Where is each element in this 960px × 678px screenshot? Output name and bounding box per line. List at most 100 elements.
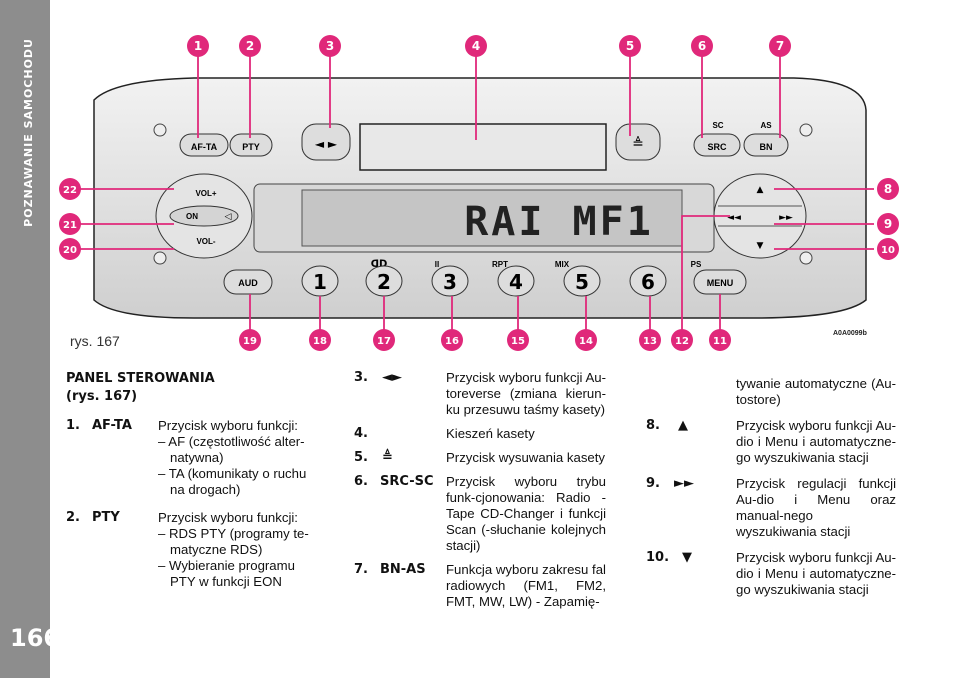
item-text: Przycisk wysuwania kasety [446, 450, 606, 465]
bn-button-label: BN [760, 142, 773, 152]
item-text: Przycisk wyboru funkcji: [158, 510, 298, 525]
item-text: Przycisk wyboru trybu funk-cjonowania: R… [446, 474, 606, 553]
sidebar-strip: POZNAWANIE SAMOCHODU 166 [0, 0, 60, 678]
item-key: ▼ [682, 550, 692, 565]
callout-7: 7 [776, 39, 784, 53]
item-key: PTY [92, 510, 120, 525]
callout-6: 6 [698, 39, 706, 53]
callout-19: 19 [243, 336, 257, 347]
list-item: 2. PTY Przycisk wyboru funkcji: – RDS PT… [66, 510, 318, 590]
preset-buttons [301, 265, 667, 297]
display-text: RAI MF1 [464, 199, 654, 245]
item-number: 1. [66, 418, 80, 433]
item-number: 9. [646, 476, 660, 491]
section-subheading: (rys. 167) [66, 389, 138, 404]
list-item: 3. ◄► Przycisk wyboru funkcji Au-torever… [354, 370, 606, 418]
callout-14: 14 [579, 336, 593, 347]
item-key: ▲ [678, 418, 688, 433]
item-text: Przycisk wyboru funkcji Au-dio i Menu i … [736, 550, 896, 597]
callout-4: 4 [472, 39, 480, 53]
label-ii: II [435, 260, 439, 269]
list-item: 7. BN-AS Funkcja wyboru zakresu fal radi… [354, 562, 606, 610]
text-column-2: 3. ◄► Przycisk wyboru funkcji Au-torever… [354, 370, 606, 610]
preset-4: 4 [509, 270, 523, 294]
section-title-vertical: POZNAWANIE SAMOCHODU [22, 38, 35, 227]
dolby-icon: ᗡᗞ [371, 259, 388, 270]
figure-code: A0A0099b [833, 330, 867, 337]
callout-21: 21 [63, 220, 77, 231]
preset-2: 2 [377, 270, 391, 294]
callout-16: 16 [445, 336, 459, 347]
item-text: Przycisk wyboru funkcji Au-toreverse (zm… [446, 370, 606, 417]
callout-markers [59, 35, 899, 351]
autoreverse-icon: ◄ ► [315, 137, 338, 151]
list-item: 1. AF-TA Przycisk wyboru funkcji: – AF (… [66, 418, 318, 498]
item-text: tywanie automatyczne (Au-tostore) [736, 376, 896, 407]
sc-label: SC [712, 121, 723, 130]
item-number: 8. [646, 418, 660, 433]
list-item: 9. ►► Przycisk regulacji funkcji Au-dio … [646, 476, 896, 540]
callout-5: 5 [626, 39, 634, 53]
page-number: 166 [10, 624, 61, 652]
item-number: 4. [354, 426, 368, 441]
list-item: tywanie automatyczne (Au-tostore) [646, 376, 896, 408]
up-arrow-icon: ▲ [757, 185, 764, 195]
callout-1: 1 [194, 39, 202, 53]
figure-caption: rys. 167 [70, 333, 120, 349]
as-label: AS [760, 121, 772, 130]
item-number: 2. [66, 510, 80, 525]
item-text: Przycisk wyboru funkcji: [158, 418, 298, 433]
item-text: Kieszeń kasety [446, 426, 535, 441]
label-mix: MIX [555, 260, 570, 269]
item-subline: – AF (częstotliwość alter-natywna) [158, 434, 305, 465]
item-text: Funkcja wyboru zakresu fal radiowych (FM… [446, 562, 606, 609]
preset-5: 5 [575, 270, 589, 294]
callout-22: 22 [63, 185, 77, 196]
list-item: 8. ▲ Przycisk wyboru funkcji Au-dio i Me… [646, 418, 896, 466]
callout-3: 3 [326, 39, 334, 53]
item-key: SRC-SC [380, 474, 434, 489]
eject-icon: ≜ [632, 136, 644, 152]
radio-panel-figure: RAI MF1 AF-TA PTY ◄ ► ≜ SC AS SRC BN VOL… [59, 35, 899, 351]
rewind-icon: ◄◄ [727, 213, 741, 223]
callout-11: 11 [713, 336, 727, 347]
callout-18: 18 [313, 336, 327, 347]
on-label: ON [186, 212, 198, 221]
callout-13: 13 [643, 336, 657, 347]
callout-2: 2 [246, 39, 254, 53]
item-key: BN-AS [380, 562, 426, 577]
callout-8: 8 [884, 182, 892, 196]
item-key: ►► [674, 476, 694, 491]
fast-forward-icon: ►► [779, 213, 793, 223]
pty-button-label: PTY [242, 142, 260, 152]
item-number: 7. [354, 562, 368, 577]
preset-6: 6 [641, 270, 655, 294]
item-subline: – Wybieranie programu PTY w funkcji EON [158, 558, 295, 589]
section-heading: PANEL STEROWANIA [66, 371, 215, 386]
callout-15: 15 [511, 336, 525, 347]
list-item: 5. ≜ Przycisk wysuwania kasety [354, 450, 606, 466]
callout-12: 12 [675, 336, 689, 347]
af-ta-button-label: AF-TA [191, 142, 218, 152]
callout-20: 20 [63, 245, 77, 256]
vol-minus-label: VOL- [196, 237, 215, 246]
label-rpt: RPT [492, 260, 508, 269]
item-text: Przycisk wyboru funkcji Au-dio i Menu i … [736, 418, 896, 465]
item-number: 3. [354, 370, 368, 385]
down-arrow-icon: ▼ [757, 241, 764, 251]
callout-9: 9 [884, 217, 892, 231]
label-ps: PS [691, 260, 702, 269]
item-number: 6. [354, 474, 368, 489]
item-key: ◄► [382, 370, 402, 385]
list-item: 4. Kieszeń kasety [354, 426, 606, 442]
item-text: Przycisk regulacji funkcji Au-dio i Menu… [736, 476, 896, 539]
text-column-3: tywanie automatyczne (Au-tostore) 8. ▲ P… [646, 370, 896, 598]
text-column-1: PANEL STEROWANIA (rys. 167) 1. AF-TA Prz… [66, 370, 318, 590]
preset-3: 3 [443, 270, 457, 294]
vol-plus-label: VOL+ [195, 189, 216, 198]
item-subline: – TA (komunikaty o ruchu na drogach) [158, 466, 307, 497]
list-item: 10. ▼ Przycisk wyboru funkcji Au-dio i M… [646, 550, 896, 598]
callout-17: 17 [377, 336, 391, 347]
item-key: ≜ [382, 450, 393, 465]
aud-button-label: AUD [238, 278, 258, 288]
